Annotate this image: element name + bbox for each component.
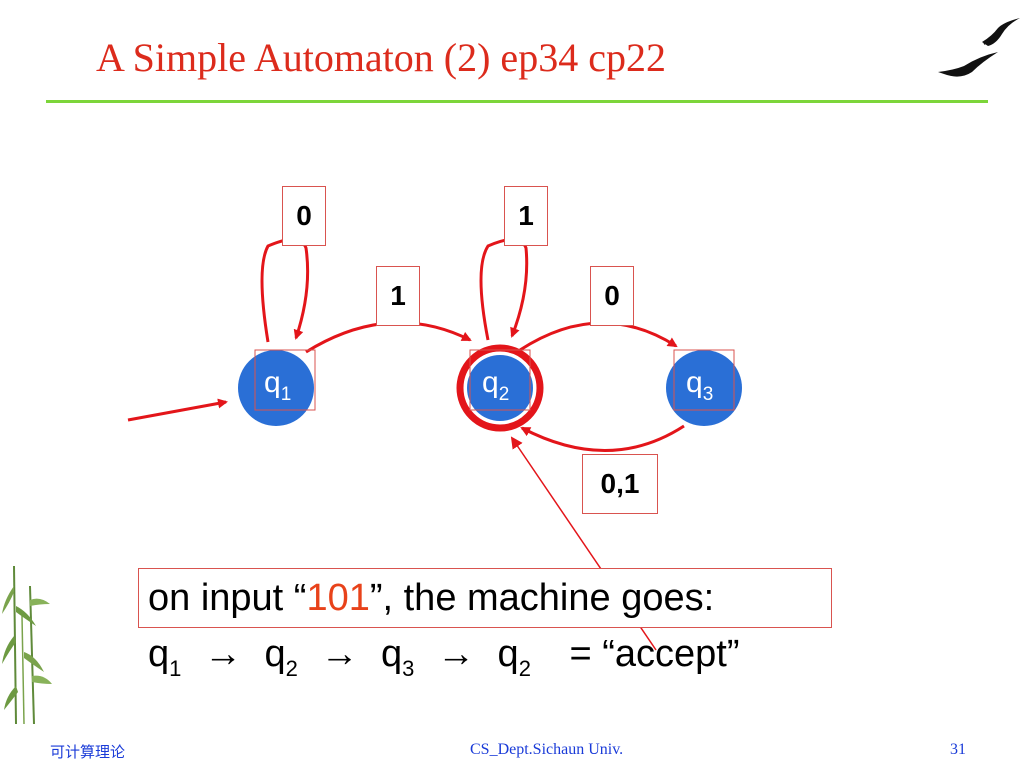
page-number: 31 xyxy=(950,741,966,758)
state-q3: q3 xyxy=(686,366,714,405)
caption-path-line: q1 → q2 → q3 → q2 = “accept” xyxy=(148,633,740,681)
birds-icon xyxy=(938,18,1020,77)
state-q1: q1 xyxy=(264,366,292,405)
slide-title: A Simple Automaton (2) ep34 cp22 xyxy=(96,35,666,80)
transition-label-q1-q2: 1 xyxy=(376,266,420,326)
state-q2: q2 xyxy=(482,366,510,405)
edge-q2-q2 xyxy=(479,238,529,341)
state-q2-accept-ring xyxy=(456,344,544,432)
edge-q1-q2 xyxy=(305,321,472,354)
title-divider xyxy=(46,100,988,103)
bamboo-icon xyxy=(2,565,52,725)
footer-course: 可计算理论 xyxy=(50,743,126,761)
edge-q2-q3 xyxy=(519,321,678,352)
caption-input-line: on input “101”, the machine goes: xyxy=(148,577,715,619)
caption-box xyxy=(138,568,832,628)
transition-label-q2-q3: 0 xyxy=(590,266,634,326)
state-q2-circle xyxy=(467,355,533,421)
transition-label-q2-loop: 1 xyxy=(504,186,548,246)
start-arrow xyxy=(127,398,228,422)
edge-q3-q2 xyxy=(520,424,685,452)
state-q3-circle xyxy=(666,350,742,426)
state-q1-label-box xyxy=(254,349,316,411)
caption-result: = “accept” xyxy=(569,633,740,675)
caption-input-string: 101 xyxy=(306,577,370,619)
footer-dept: CS_Dept.Sichaun Univ. xyxy=(470,741,624,758)
state-q2-label-box xyxy=(469,349,531,411)
transition-label-q3-q2: 0,1 xyxy=(582,454,658,514)
transition-label-q1-loop: 0 xyxy=(282,186,326,246)
state-q3-label-box xyxy=(673,349,735,411)
state-q1-circle xyxy=(238,350,314,426)
edge-q1-q1 xyxy=(260,238,310,343)
